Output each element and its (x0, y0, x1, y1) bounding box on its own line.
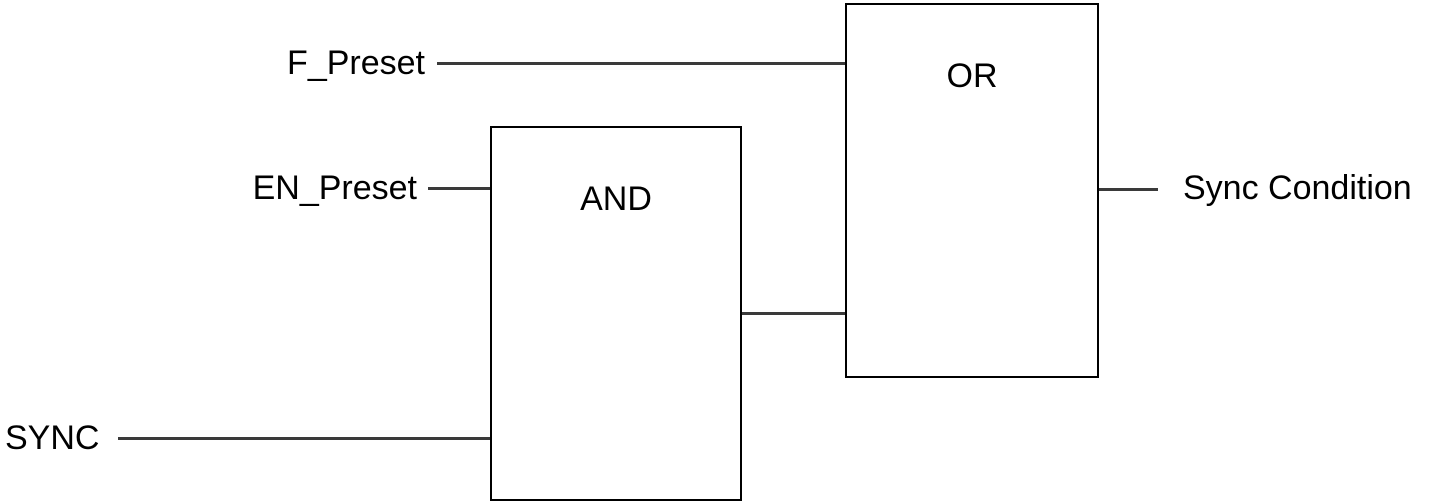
wire-sync-to-and (118, 437, 490, 440)
wire-f-preset-to-or (437, 62, 845, 65)
wire-and-to-or (741, 312, 845, 315)
and-gate-box: AND (490, 126, 742, 501)
wire-en-preset-to-and (428, 187, 490, 190)
input-label-en-preset: EN_Preset (252, 169, 417, 207)
input-label-sync: SYNC (5, 419, 100, 457)
or-gate-label: OR (946, 57, 998, 95)
or-gate-box: OR (845, 3, 1099, 378)
and-gate-label: AND (580, 180, 652, 218)
input-label-f-preset: F_Preset (287, 44, 425, 82)
output-label-sync-condition: Sync Condition (1183, 169, 1412, 207)
wire-or-to-output (1098, 188, 1158, 191)
